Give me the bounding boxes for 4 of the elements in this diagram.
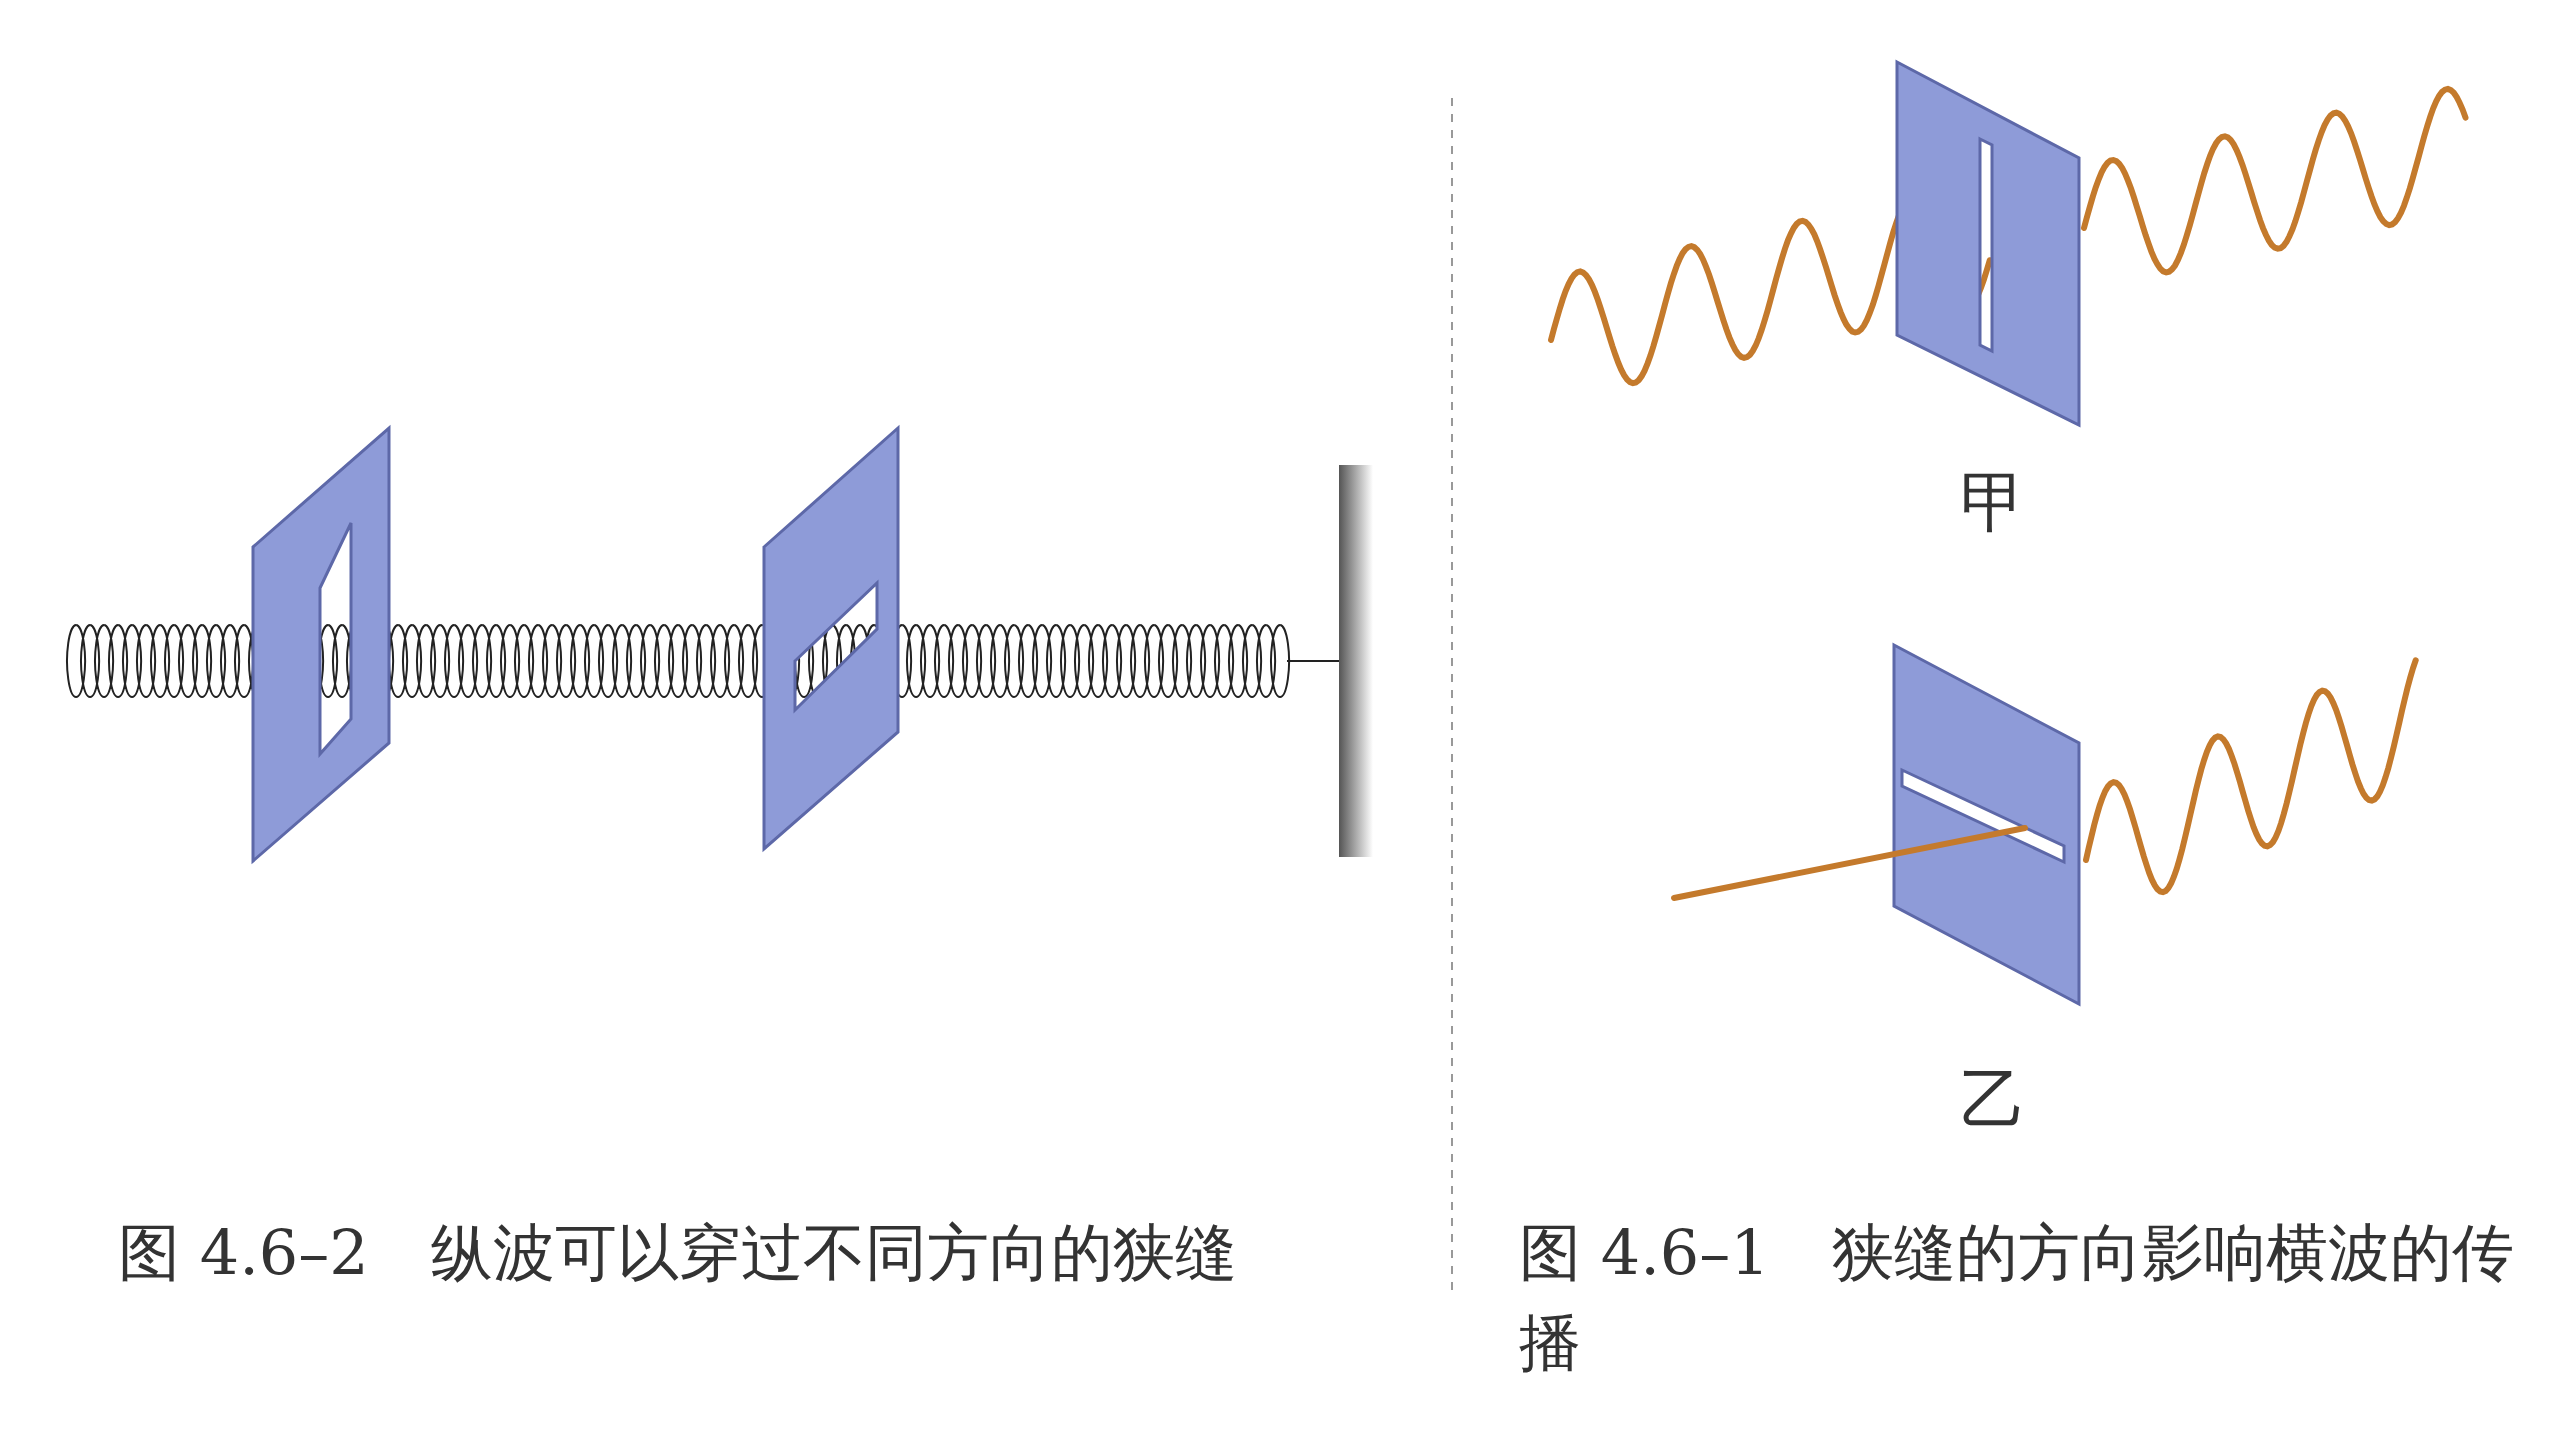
figure-caption: 图 4.6–2 纵波可以穿过不同方向的狭缝	[118, 1215, 1237, 1291]
figure-caption: 图 4.6–1 狭缝的方向影响横波的传播	[1519, 1215, 2515, 1381]
figure-label: 乙	[1960, 1060, 2026, 1140]
figure-label: 甲	[1960, 463, 2026, 543]
